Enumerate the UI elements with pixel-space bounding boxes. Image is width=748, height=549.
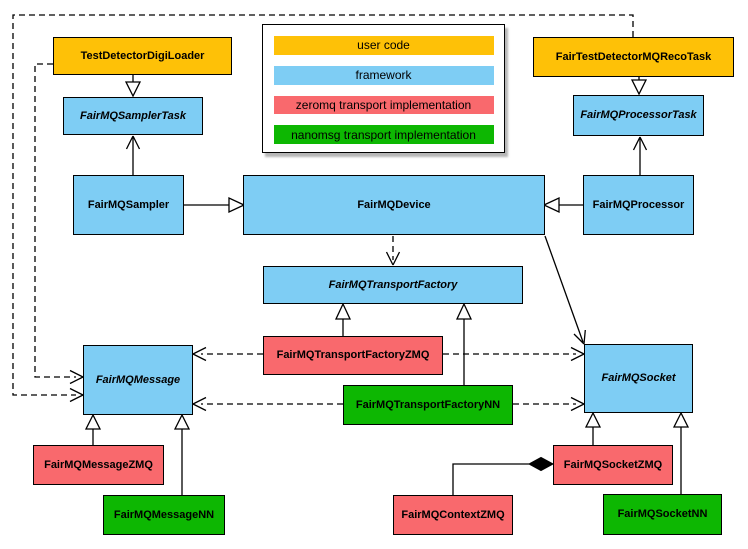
- node-label: FairMQSocket: [601, 372, 676, 385]
- node-fairmq-transport-factory-zmq: FairMQTransportFactoryZMQ: [263, 336, 443, 375]
- triangle-down-processortask: [630, 79, 648, 96]
- legend-item-nanomsg: nanomsg transport implementation: [273, 125, 494, 144]
- legend-item-zeromq: zeromq transport implementation: [273, 95, 494, 115]
- node-label: FairMQSocketNN: [617, 508, 708, 521]
- open-arrowhead: [573, 329, 586, 345]
- node-fairmq-transport-factory-nn: FairMQTransportFactoryNN: [343, 385, 513, 425]
- triangle-right-device: [228, 196, 246, 214]
- legend-label: nanomsg transport implementation: [291, 127, 476, 142]
- legend-label: zeromq transport implementation: [295, 97, 472, 112]
- edge-digiloader-to-message: [34, 63, 76, 378]
- node-fair-test-detector-mq-reco-task: FairTestDetectorMQRecoTask: [533, 37, 734, 77]
- node-fairmq-context-zmq: FairMQContextZMQ: [393, 495, 513, 535]
- node-fairmq-socket: FairMQSocket: [584, 344, 693, 413]
- triangle-up-socket-zmq: [584, 411, 602, 428]
- node-fairmq-processor: FairMQProcessor: [583, 175, 694, 235]
- inheritance-triangles: [84, 79, 690, 430]
- open-arrowhead: [125, 135, 141, 150]
- open-arrowhead: [385, 251, 401, 266]
- legend-item-user-code: user code: [273, 36, 494, 55]
- triangle-up-socket-nn: [672, 411, 690, 428]
- node-label: FairMQProcessorTask: [580, 109, 697, 122]
- node-fairmq-sampler-task: FairMQSamplerTask: [63, 97, 203, 135]
- node-fairmq-message: FairMQMessage: [83, 345, 193, 415]
- legend-label: framework: [355, 68, 412, 83]
- node-label: TestDetectorDigiLoader: [80, 49, 205, 62]
- dashed-edges: [12, 14, 634, 405]
- node-label: FairMQSocketZMQ: [563, 458, 663, 471]
- triangle-down-samplertask: [124, 81, 142, 98]
- node-fairmq-socket-nn: FairMQSocketNN: [603, 494, 722, 535]
- triangle-up-message-nn: [173, 413, 191, 430]
- legend-label: user code: [357, 38, 410, 53]
- node-test-detector-digi-loader: TestDetectorDigiLoader: [53, 37, 232, 75]
- edge-device-to-socket: [544, 235, 584, 343]
- dashed-edge-arrowheads: [69, 251, 585, 412]
- composition-diamond: [527, 456, 555, 472]
- triangle-left-device: [542, 196, 560, 214]
- node-label: FairMQSamplerTask: [80, 109, 186, 122]
- node-label: FairMQMessageNN: [113, 508, 215, 521]
- triangle-up-transportfactory-zmq: [334, 302, 352, 320]
- open-arrowhead: [570, 396, 585, 412]
- solid-edges: [92, 75, 682, 495]
- legend: user code framework zeromq transport imp…: [262, 24, 505, 153]
- node-fairmq-device: FairMQDevice: [243, 175, 545, 235]
- open-arrowhead: [69, 387, 84, 403]
- node-label: FairMQMessage: [95, 373, 181, 386]
- node-label: FairMQProcessor: [592, 198, 685, 211]
- node-label: FairMQDevice: [357, 198, 431, 211]
- node-fairmq-socket-zmq: FairMQSocketZMQ: [553, 445, 673, 485]
- node-fairmq-transport-factory: FairMQTransportFactory: [263, 266, 523, 304]
- node-label: FairMQMessageZMQ: [44, 458, 153, 471]
- edge-recotask-to-message: [12, 14, 634, 396]
- triangle-up-message-zmq: [84, 413, 102, 430]
- node-label: FairTestDetectorMQRecoTask: [555, 50, 712, 63]
- node-fairmq-sampler: FairMQSampler: [73, 175, 184, 235]
- triangle-up-transportfactory-nn: [455, 302, 473, 320]
- open-arrowhead: [192, 346, 207, 362]
- node-label: FairMQSampler: [87, 198, 170, 211]
- edge-socketzmq-contextzmq: [452, 463, 529, 495]
- open-arrowhead: [570, 346, 585, 362]
- node-fairmq-processor-task: FairMQProcessorTask: [573, 95, 704, 136]
- node-label: FairMQTransportFactoryNN: [355, 398, 501, 411]
- node-fairmq-message-zmq: FairMQMessageZMQ: [33, 445, 164, 485]
- open-arrowhead: [69, 369, 84, 385]
- node-fairmq-message-nn: FairMQMessageNN: [103, 495, 225, 535]
- node-label: FairMQContextZMQ: [401, 508, 505, 521]
- open-arrowhead: [632, 136, 648, 151]
- open-arrowhead: [192, 396, 207, 412]
- legend-item-framework: framework: [273, 65, 494, 85]
- node-label: FairMQTransportFactory: [328, 278, 458, 291]
- node-label: FairMQTransportFactoryZMQ: [276, 349, 430, 362]
